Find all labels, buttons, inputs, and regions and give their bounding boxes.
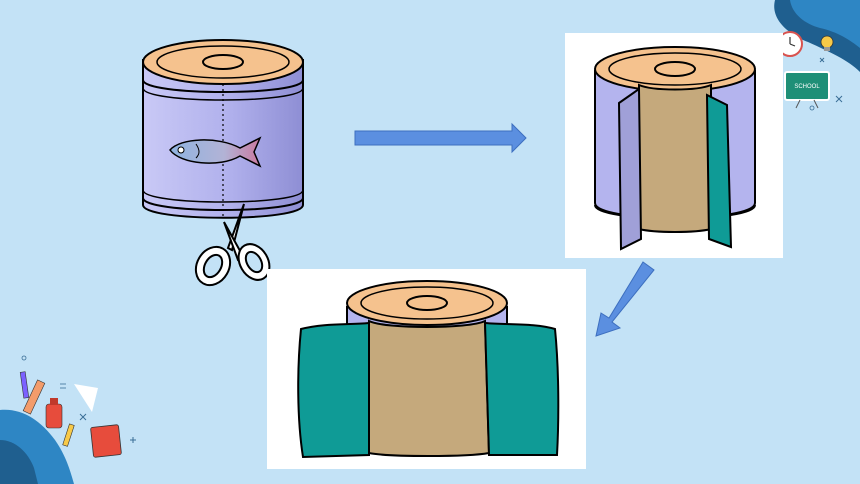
scissors-icon [194, 203, 271, 287]
sparkle-icon [819, 57, 843, 103]
label-paper [638, 83, 712, 233]
chalkboard-label: SCHOOL [794, 84, 820, 90]
step-unrolled-panel [267, 269, 586, 469]
cut-flap-left [617, 87, 643, 251]
can-cut-open [594, 46, 756, 251]
can-lid [346, 280, 508, 326]
paper-icon [74, 384, 98, 412]
ruler-icon [22, 379, 46, 415]
label-flap-right [483, 321, 560, 456]
can-unrolled [297, 280, 560, 459]
fish-icon [169, 136, 262, 168]
label-flap-left [297, 321, 370, 459]
dot-icon [809, 105, 815, 111]
crayon-icon [62, 423, 75, 447]
arrow-down-left [595, 261, 655, 337]
corner-decoration-top-right: SCHOOL [774, 0, 860, 111]
dot-icon [21, 355, 27, 361]
paint-bottle-icon [45, 398, 63, 429]
cut-flap-right [705, 93, 733, 249]
step-cut-open-panel [565, 33, 783, 258]
chalkboard-icon: SCHOOL [784, 71, 830, 109]
label-paper [368, 319, 491, 457]
can-with-label [142, 39, 304, 219]
sparkle-icon [79, 413, 136, 443]
pencil-icon [19, 371, 30, 399]
notebook-icon [90, 424, 122, 458]
corner-decoration-bottom-left [0, 355, 136, 484]
lightbulb-icon [820, 35, 834, 51]
arrow-right [354, 122, 527, 154]
